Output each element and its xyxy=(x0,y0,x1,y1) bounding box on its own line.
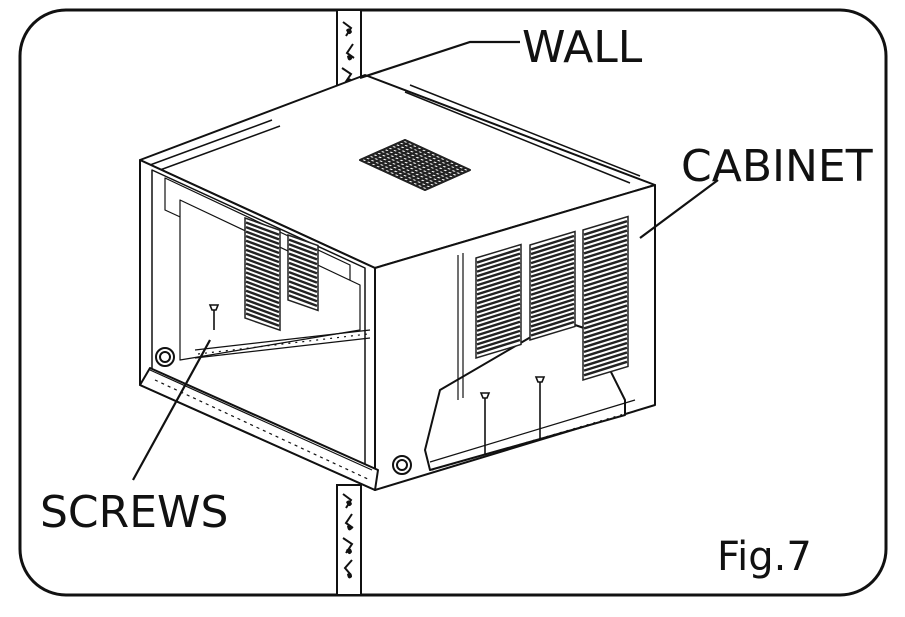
inner-grille-1 xyxy=(244,216,281,332)
screw-3 xyxy=(534,376,546,440)
cabinet xyxy=(139,74,656,491)
wall-label: WALL xyxy=(522,22,643,73)
inner-grille-2 xyxy=(287,233,319,312)
side-grille-1 xyxy=(475,243,522,360)
screws-leader-line xyxy=(132,339,211,481)
screw-1 xyxy=(208,304,220,330)
cabinet-label: CABINET xyxy=(681,141,873,192)
figure-label: Fig.7 xyxy=(717,534,812,580)
wall-leader-line xyxy=(359,40,520,80)
cabinet-grilles xyxy=(244,139,629,382)
wall-section-lower xyxy=(336,484,362,596)
leader-lines xyxy=(132,40,719,481)
top-vent-mesh xyxy=(359,139,471,191)
screws-label: SCREWS xyxy=(40,487,228,538)
side-grille-2 xyxy=(529,230,576,342)
cabinet-leader-line xyxy=(639,179,719,239)
screw-2 xyxy=(479,392,491,455)
screws-group xyxy=(208,304,546,455)
side-grille-3 xyxy=(582,215,629,382)
